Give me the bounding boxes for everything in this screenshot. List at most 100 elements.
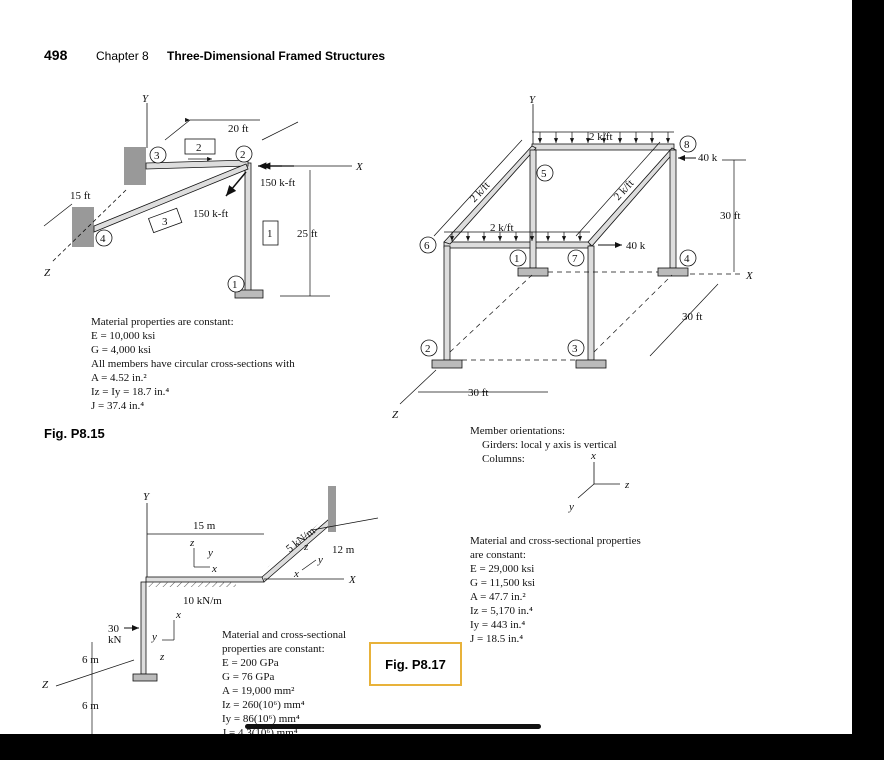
node-1: 1 bbox=[232, 279, 238, 291]
node-17-4: 4 bbox=[684, 253, 690, 265]
fig-p8-16-drawing: Y X Z 15 m 12 m 6 m 6 m 5 bbox=[42, 486, 379, 734]
fig-p8-15-properties: Material properties are constant: E = 10… bbox=[91, 315, 295, 413]
prop-line: G = 4,000 ksi bbox=[91, 344, 151, 356]
local-axis-x-17: x bbox=[590, 450, 596, 462]
prop-line: G = 76 GPa bbox=[222, 671, 275, 683]
load-40k-top: 40 k bbox=[698, 152, 718, 164]
load-30: 30 bbox=[108, 623, 120, 635]
axis-x-label: X bbox=[355, 161, 364, 173]
local-axis-y-16c: y bbox=[151, 631, 157, 643]
local-axis-y-17: y bbox=[568, 501, 574, 513]
fig-p8-17-drawing: Y X Z bbox=[392, 94, 754, 513]
support-base-1 bbox=[234, 289, 264, 299]
prop-line: All members have circular cross-sections… bbox=[91, 358, 295, 370]
textbook-page: 498 Chapter 8 Three-Dimensional Framed S… bbox=[0, 0, 852, 734]
member-label-3: 3 bbox=[162, 216, 168, 228]
dim-15ft: 15 ft bbox=[70, 190, 90, 202]
chapter-label: Chapter 8 bbox=[96, 49, 149, 63]
prop-line: Material and cross-sectional bbox=[222, 629, 347, 641]
node-17-8: 8 bbox=[684, 139, 690, 151]
load-30-unit: kN bbox=[108, 634, 122, 646]
dim-6m-lower: 6 m bbox=[82, 700, 99, 712]
orientation-line: Columns: bbox=[482, 453, 525, 465]
axis-x-label-17: X bbox=[745, 270, 754, 282]
prop-line: A = 4.52 in.² bbox=[91, 372, 147, 384]
prop-line: Iy = 86(10⁶) mm⁴ bbox=[222, 713, 300, 725]
local-axis-y-16b: y bbox=[317, 554, 323, 566]
prop-line: G = 11,500 ksi bbox=[470, 577, 536, 589]
local-axis-x-16a: x bbox=[211, 563, 217, 575]
prop-line: are constant: bbox=[470, 549, 526, 561]
local-axis-z-17: z bbox=[624, 479, 630, 491]
local-axis-y-16a: y bbox=[207, 547, 213, 559]
home-indicator-bar[interactable] bbox=[245, 724, 541, 729]
prop-line: J = 4.3(10⁶) mm⁴ bbox=[222, 727, 298, 734]
fig-p8-16-properties: Material and cross-sectional properties … bbox=[222, 628, 346, 734]
axis-y-label-16: Y bbox=[143, 491, 151, 503]
node-17-7: 7 bbox=[572, 253, 578, 265]
node-2: 2 bbox=[240, 149, 246, 161]
load-moment: 150 k-ft bbox=[260, 177, 295, 189]
local-axis-x-16c: x bbox=[175, 609, 181, 621]
axis-y-label: Y bbox=[142, 93, 150, 105]
axis-y-label-17: Y bbox=[529, 94, 537, 106]
node-17-6: 6 bbox=[424, 240, 430, 252]
prop-line: Iz = 260(10⁶) mm⁴ bbox=[222, 699, 305, 711]
axis-z-label: Z bbox=[44, 267, 51, 279]
member-1-column bbox=[244, 162, 252, 292]
prop-line: Iz = Iy = 18.7 in.⁴ bbox=[91, 386, 170, 398]
dim-25ft: 25 ft bbox=[297, 228, 317, 240]
support-wall-3 bbox=[124, 147, 146, 185]
prop-line: Iz = 5,170 in.⁴ bbox=[470, 605, 533, 617]
prop-line: E = 10,000 ksi bbox=[91, 330, 156, 342]
local-axis-z-16b: z bbox=[303, 541, 309, 553]
node-4: 4 bbox=[100, 233, 106, 245]
load-40k-mid: 40 k bbox=[626, 240, 646, 252]
node-17-2: 2 bbox=[425, 343, 431, 355]
node-17-3: 3 bbox=[572, 343, 578, 355]
prop-line: Iy = 443 in.⁴ bbox=[470, 619, 526, 631]
axis-z-label-16: Z bbox=[42, 679, 49, 691]
figures-drawing: Y X Z 20 ft 15 ft bbox=[42, 93, 754, 734]
fig-p8-17-label[interactable]: Fig. P8.17 bbox=[369, 642, 462, 686]
node-3: 3 bbox=[154, 150, 160, 162]
fig-p8-15-label: Fig. P8.15 bbox=[44, 426, 105, 441]
load-top-dist: 2 k/ft bbox=[589, 131, 613, 143]
member-2-beam bbox=[145, 159, 249, 170]
axis-x-label-16: X bbox=[348, 574, 357, 586]
local-axis-z-16a: z bbox=[189, 537, 195, 549]
orientation-line: Girders: local y axis is vertical bbox=[482, 439, 617, 451]
dim-30ft-width: 30 ft bbox=[468, 387, 488, 399]
orientation-line: Member orientations: bbox=[470, 425, 566, 437]
load-force: 150 k-ft bbox=[193, 208, 228, 220]
prop-line: properties are constant: bbox=[222, 643, 325, 655]
dim-6m-upper: 6 m bbox=[82, 654, 99, 666]
dim-20ft: 20 ft bbox=[228, 123, 248, 135]
member-label-2: 2 bbox=[196, 142, 202, 154]
load-10knm: 10 kN/m bbox=[183, 595, 222, 607]
support-wall-4 bbox=[72, 207, 94, 247]
prop-line: E = 200 GPa bbox=[222, 657, 279, 669]
fig-p8-17-properties: Material and cross-sectional properties … bbox=[470, 534, 641, 646]
axis-z-label-17: Z bbox=[392, 409, 399, 421]
local-axis-x-16b: x bbox=[293, 568, 299, 580]
local-axis-z-16c: z bbox=[159, 651, 165, 663]
page-number: 498 bbox=[44, 47, 68, 63]
prop-line: E = 29,000 ksi bbox=[470, 563, 535, 575]
dim-30ft-depth: 30 ft bbox=[682, 311, 702, 323]
prop-line: J = 18.5 in.⁴ bbox=[470, 633, 524, 645]
prop-line: Material and cross-sectional properties bbox=[470, 535, 641, 547]
prop-line: A = 47.7 in.² bbox=[470, 591, 526, 603]
node-17-1: 1 bbox=[514, 253, 520, 265]
dim-15m: 15 m bbox=[193, 520, 216, 532]
node-17-5: 5 bbox=[541, 168, 547, 180]
prop-line: J = 37.4 in.⁴ bbox=[91, 400, 145, 412]
load-front-dist: 2 k/ft bbox=[490, 222, 514, 234]
prop-line: Material properties are constant: bbox=[91, 316, 234, 328]
prop-line: A = 19,000 mm² bbox=[222, 685, 295, 697]
member-3-beam bbox=[93, 163, 249, 233]
chapter-title: Three-Dimensional Framed Structures bbox=[167, 49, 386, 63]
fig-p8-17-orientations: Member orientations: Girders: local y ax… bbox=[470, 424, 617, 466]
fig-p8-15-drawing: Y X Z 20 ft 15 ft bbox=[43, 93, 364, 299]
member-label-1: 1 bbox=[267, 228, 273, 240]
